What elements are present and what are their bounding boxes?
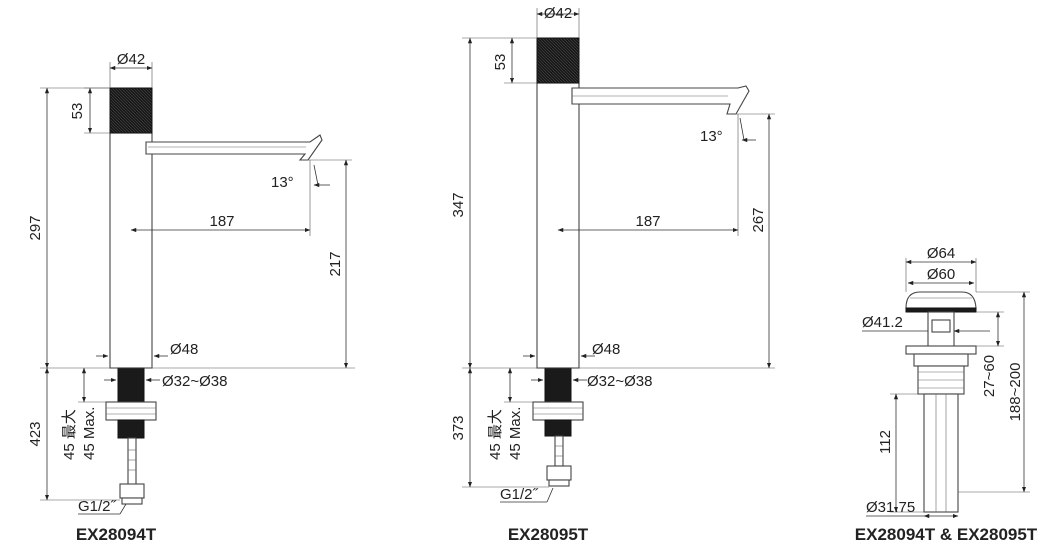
drain-pipe-dia: Ø31.75	[866, 499, 915, 516]
model-label-drain: EX28094T & EX28095T	[855, 525, 1038, 544]
faucet-1-max-en: 45 Max.	[81, 407, 98, 460]
faucet-2-spout	[571, 85, 750, 115]
faucet-ex28095t: Ø42 53 347 187 267 13° Ø48 Ø32~Ø38 373 4…	[450, 5, 775, 544]
faucet-1-fitting	[119, 483, 145, 499]
drain-adjust: 27~60	[981, 355, 998, 397]
faucet-1-top-dia: Ø42	[117, 51, 145, 68]
faucet-2-handle	[536, 37, 580, 84]
faucet-1-nut	[105, 401, 157, 421]
pop-up-drain: Ø64 Ø60 Ø41.2 27~60 188~200 112 Ø31.75 E…	[855, 245, 1038, 544]
faucet-ex28094t: Ø42 53 297 187 217 13° Ø48 Ø32~Ø38 423 4…	[27, 51, 355, 544]
drain-outer-dia: Ø64	[927, 245, 955, 262]
faucet-1-body	[109, 132, 153, 369]
faucet-2-hole-dia: Ø32~Ø38	[587, 373, 652, 390]
model-label-ex28094t: EX28094T	[76, 525, 157, 544]
faucet-1-angle: 13°	[271, 174, 294, 191]
faucet-2-top-dia: Ø42	[544, 5, 572, 22]
faucet-2-max-cn: 45 最大	[487, 409, 504, 460]
faucet-2-spout-h: 267	[750, 207, 767, 232]
faucet-2-handle-h: 53	[492, 54, 509, 71]
faucet-1-base-dia: Ø48	[170, 341, 198, 358]
model-label-ex28095t: EX28095T	[508, 525, 589, 544]
faucet-1-spout	[145, 134, 323, 161]
drain-gasket	[905, 307, 977, 313]
faucet-2-thread: G1/2˝	[500, 486, 539, 503]
drain-inner-dia: Ø41.2	[862, 314, 903, 331]
faucet-1-below-len: 423	[27, 421, 44, 446]
faucet-2-total-h: 347	[450, 192, 467, 217]
faucet-1-handle	[109, 87, 153, 134]
faucet-2-max-en: 45 Max.	[507, 407, 524, 460]
faucet-1-hole-dia: Ø32~Ø38	[162, 373, 227, 390]
faucet-2-shank	[544, 367, 572, 405]
faucet-1-spout-h: 217	[327, 251, 344, 276]
drain-pipe	[923, 393, 959, 513]
drain-cap-dia: Ø60	[927, 266, 955, 283]
faucet-2-fitting	[546, 465, 572, 481]
faucet-1-max-cn: 45 最大	[61, 409, 78, 460]
faucet-2-base-dia: Ø48	[592, 341, 620, 358]
faucet-1-shank	[117, 367, 145, 405]
drain-cap	[905, 291, 977, 309]
faucet-2-nut	[532, 401, 584, 421]
faucet-1-total-h: 297	[27, 215, 44, 240]
faucet-2-spout-reach: 187	[635, 213, 660, 230]
faucet-2-angle: 13°	[700, 128, 723, 145]
faucet-1-spout-reach: 187	[209, 213, 234, 230]
faucet-2-below-len: 373	[450, 415, 467, 440]
drain-pipe-len: 112	[877, 430, 894, 454]
faucet-1-handle-h: 53	[69, 103, 86, 120]
faucet-1-thread: G1/2˝	[78, 498, 117, 515]
drain-flange	[905, 345, 977, 355]
drain-total: 188~200	[1007, 363, 1024, 422]
faucet-2-body	[536, 82, 580, 369]
